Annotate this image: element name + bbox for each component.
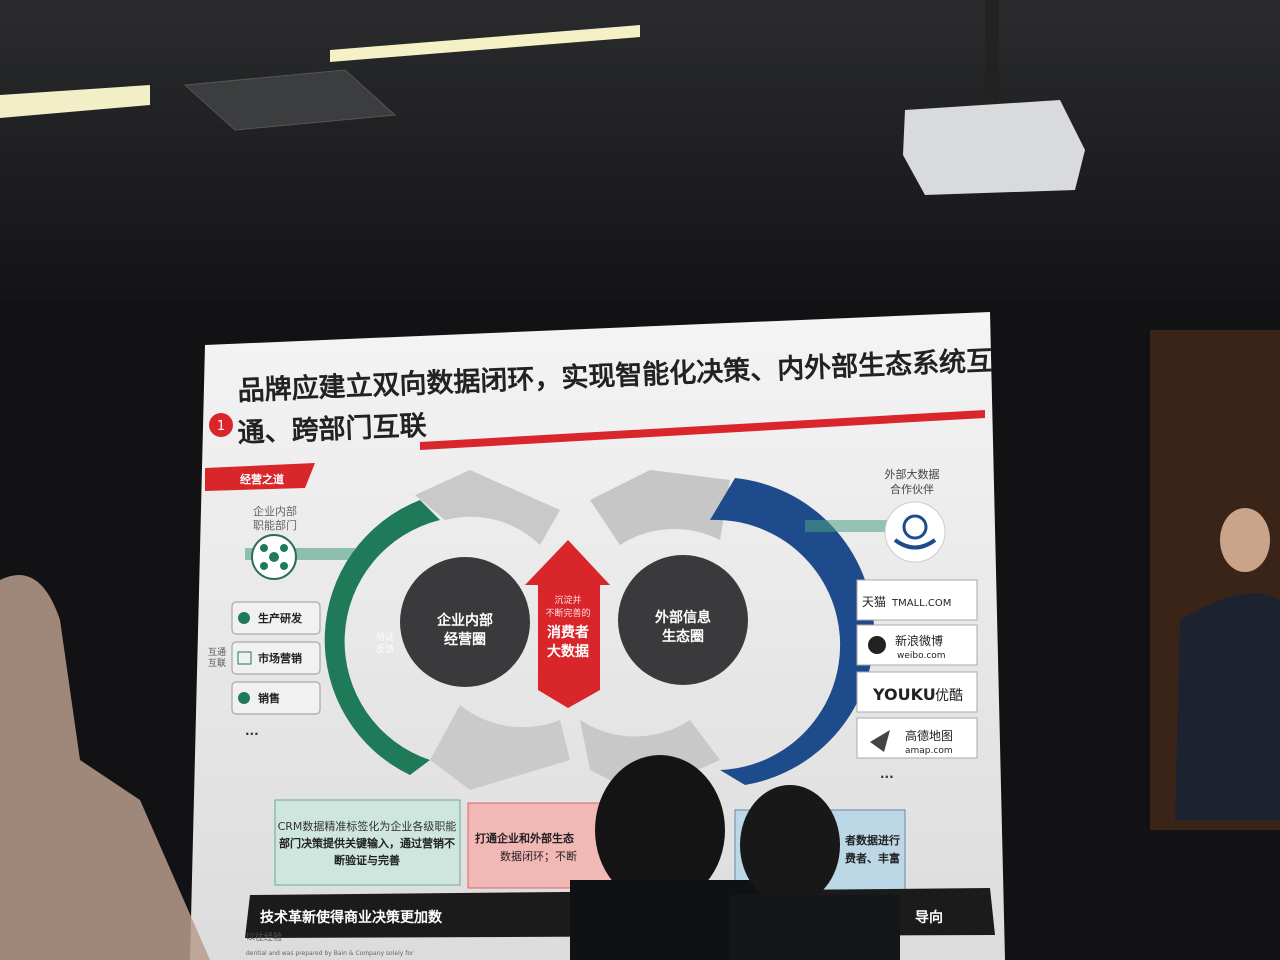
green-box-line1: CRM数据精准标签化为企业各级职能 bbox=[278, 819, 457, 833]
arrow-label-2: 不断完善的 bbox=[545, 607, 590, 619]
air-vent bbox=[183, 69, 397, 131]
partner-name: YOUKU bbox=[872, 685, 936, 704]
left-heading-2: 职能部门 bbox=[253, 518, 297, 532]
partner-sub: weibo.com bbox=[897, 651, 946, 661]
ceiling bbox=[0, 0, 1280, 300]
slide-title-line2: 通、跨部门互联 bbox=[237, 409, 427, 449]
partner-name: 高德地图 bbox=[905, 728, 953, 743]
inner-circle-label-2: 经营圈 bbox=[444, 631, 486, 648]
ceiling-light-left bbox=[0, 85, 150, 118]
red-box-line1: 打通企业和外部生态 bbox=[475, 831, 574, 845]
green-box-line3: 断验证与完善 bbox=[334, 853, 400, 867]
feedback-arc-green bbox=[324, 500, 440, 775]
outer-circle-label-1: 外部信息 bbox=[655, 609, 711, 626]
person-icon bbox=[238, 692, 250, 704]
partner-logo-youku bbox=[856, 671, 978, 713]
projector-mount bbox=[985, 0, 999, 100]
partner-sub: 优酷 bbox=[935, 688, 963, 704]
arrow-label-4: 大数据 bbox=[547, 643, 589, 660]
department-item bbox=[231, 641, 321, 675]
bottom-banner-text-right: 导向 bbox=[915, 909, 943, 926]
connector-right bbox=[805, 520, 890, 532]
partner-more: ... bbox=[880, 767, 894, 781]
left-heading-1: 企业内部 bbox=[253, 504, 297, 518]
department-label: 销售 bbox=[258, 691, 280, 705]
green-box-line2: 部门决策提供关键输入，通过营销不 bbox=[279, 836, 455, 850]
partner-sub: amap.com bbox=[905, 746, 953, 756]
department-more: ... bbox=[245, 724, 259, 738]
audience-head bbox=[595, 755, 725, 905]
department-item bbox=[231, 681, 321, 715]
department-label: 生产研发 bbox=[258, 611, 303, 625]
department-label: 市场营销 bbox=[258, 651, 302, 665]
source-label: 以往经验 bbox=[246, 931, 282, 943]
slide-number: 1 bbox=[217, 419, 225, 434]
interlink-label-1: 互通 bbox=[208, 647, 226, 658]
bottom-banner-text-left: 技术革新使得商业决策更加数 bbox=[260, 909, 443, 926]
arrow-label-1: 沉淀并 bbox=[554, 594, 581, 606]
insight-box-red bbox=[467, 802, 614, 889]
feedback-label-1: 验证 bbox=[376, 631, 394, 643]
partner-logo-tmall bbox=[856, 579, 978, 621]
lightbulb-icon bbox=[238, 612, 250, 624]
audience-head bbox=[740, 785, 840, 905]
ceiling-light-center bbox=[330, 25, 640, 62]
partner-logos: 天猫 TMALL.COM 新浪微博 weibo.com YOUKU 优酷 高德地… bbox=[856, 579, 978, 781]
partner-name: 新浪微博 bbox=[895, 633, 943, 648]
red-box-line2: 数据闭环；不断 bbox=[500, 849, 577, 863]
consumer-data-arrow bbox=[525, 540, 610, 708]
gray-arrow-bottom-left bbox=[430, 705, 570, 790]
partner-sub: TMALL.COM bbox=[891, 598, 951, 609]
section-tag-bg bbox=[205, 463, 315, 491]
speaker-head bbox=[1220, 508, 1270, 572]
audience-body bbox=[730, 895, 900, 960]
right-heading-2: 合作伙伴 bbox=[890, 482, 934, 496]
gray-arrow-top-left bbox=[415, 470, 560, 545]
blue-box-line1: 者数据进行 bbox=[844, 833, 900, 847]
globe-hand-icon bbox=[884, 501, 946, 563]
department-item bbox=[231, 601, 321, 635]
blue-box-line2: 费者、丰富 bbox=[845, 851, 900, 865]
projector bbox=[903, 100, 1085, 195]
inner-operation-circle bbox=[400, 557, 530, 687]
insight-box-green bbox=[274, 799, 461, 886]
audience-body bbox=[570, 880, 760, 960]
chart-icon bbox=[237, 651, 252, 665]
interlink-label-2: 互联 bbox=[208, 658, 226, 669]
gray-arrow-top-right bbox=[590, 470, 730, 545]
slide-number-badge bbox=[209, 413, 233, 437]
section-tag: 经营之道 bbox=[240, 472, 284, 486]
outer-circle-label-2: 生态圈 bbox=[662, 628, 704, 645]
right-heading-1: 外部大数据 bbox=[885, 467, 940, 481]
raised-hand bbox=[0, 575, 210, 960]
inner-circle-label-1: 企业内部 bbox=[436, 612, 493, 629]
department-list: 生产研发 市场营销 销售 ... bbox=[231, 601, 321, 738]
arrow-label-3: 消费者 bbox=[547, 624, 589, 641]
data-arc-blue bbox=[710, 478, 875, 785]
feedback-label-2: 反馈 bbox=[376, 643, 394, 655]
outer-ecosystem-circle bbox=[618, 555, 748, 685]
title-underline bbox=[420, 410, 985, 450]
partner-name: 天猫 bbox=[862, 595, 886, 609]
disclaimer: dential and was prepared by Bain & Compa… bbox=[246, 950, 414, 957]
speaker-body bbox=[1175, 593, 1280, 820]
